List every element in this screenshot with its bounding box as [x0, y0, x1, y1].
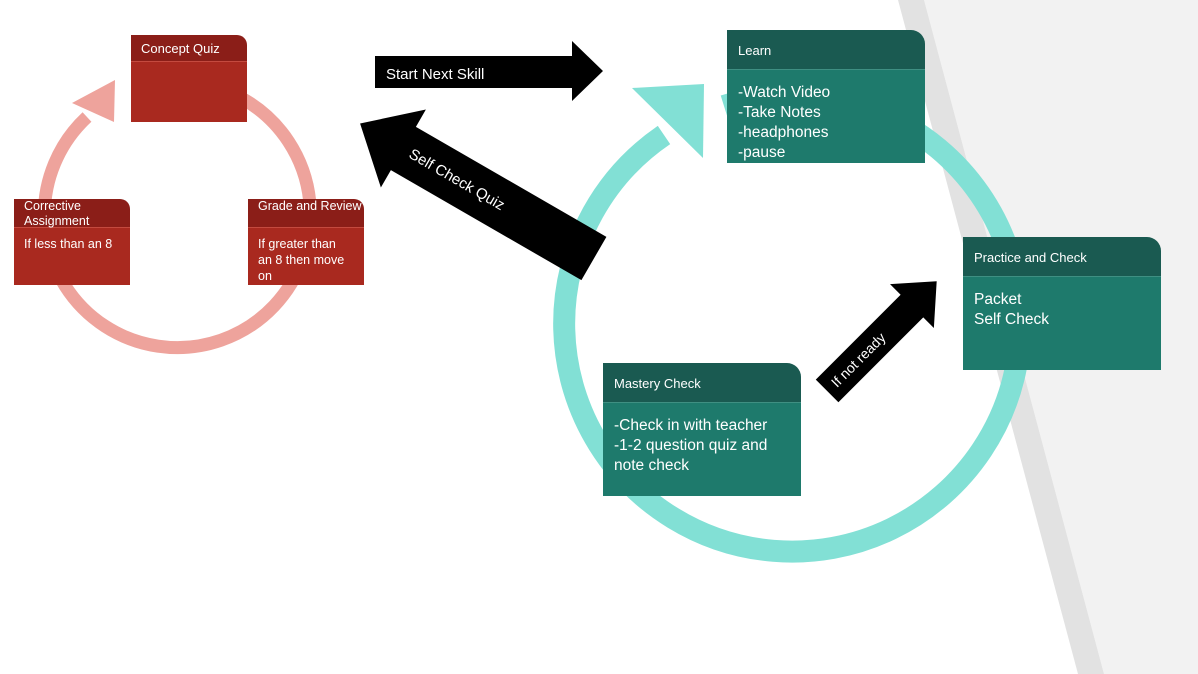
learn-line: -Watch Video — [738, 84, 831, 101]
corrective-assignment-body: If less than an 8 — [14, 228, 130, 285]
learn-line: -headphones — [738, 124, 829, 141]
practice-line: Self Check — [974, 311, 1049, 328]
if-not-ready-arrow — [815, 281, 937, 403]
practice-check-body: Packet Self Check — [963, 277, 1161, 370]
mastery-check-title: Mastery Check — [603, 363, 801, 403]
grade-review-title: Grade and Review — [248, 199, 364, 228]
learn-card: Learn -Watch Video -Take Notes -headphon… — [727, 30, 925, 163]
teal-cycle-arrowhead — [632, 84, 704, 158]
mastery-check-body: -Check in with teacher -1-2 question qui… — [603, 403, 801, 496]
practice-line: Packet — [974, 291, 1022, 308]
concept-quiz-body — [131, 62, 247, 122]
mastery-line: -Check in with teacher — [614, 417, 768, 434]
learn-line: -pause — [738, 144, 786, 161]
teal-cycle-ring — [553, 84, 1032, 563]
red-cycle-arrowhead — [72, 80, 115, 122]
mastery-check-card: Mastery Check -Check in with teacher -1-… — [603, 363, 801, 496]
corrective-line: If less than an 8 — [24, 237, 113, 251]
grade-review-card: Grade and Review If greater than an 8 th… — [248, 199, 364, 285]
grade-review-body: If greater than an 8 then move on — [248, 228, 364, 285]
practice-check-card: Practice and Check Packet Self Check — [963, 237, 1161, 370]
learn-line: -Take Notes — [738, 104, 821, 121]
corrective-assignment-card: Corrective Assignment If less than an 8 — [14, 199, 130, 285]
learn-title: Learn — [727, 30, 925, 70]
grade-line: on — [258, 269, 272, 283]
concept-quiz-card: Concept Quiz — [131, 35, 247, 122]
mastery-line: -1-2 question quiz and — [614, 437, 768, 454]
self-check-quiz-arrow — [360, 109, 607, 281]
learn-body: -Watch Video -Take Notes -headphones -pa… — [727, 70, 925, 163]
concept-quiz-title: Concept Quiz — [131, 35, 247, 62]
grade-line: If greater than — [258, 237, 336, 251]
start-next-skill-arrow — [375, 41, 603, 101]
mastery-line: note check — [614, 457, 689, 474]
corrective-assignment-title: Corrective Assignment — [14, 199, 130, 228]
grade-line: an 8 then move — [258, 253, 345, 267]
practice-check-title: Practice and Check — [963, 237, 1161, 277]
start-next-skill-label: Start Next Skill — [386, 66, 484, 83]
